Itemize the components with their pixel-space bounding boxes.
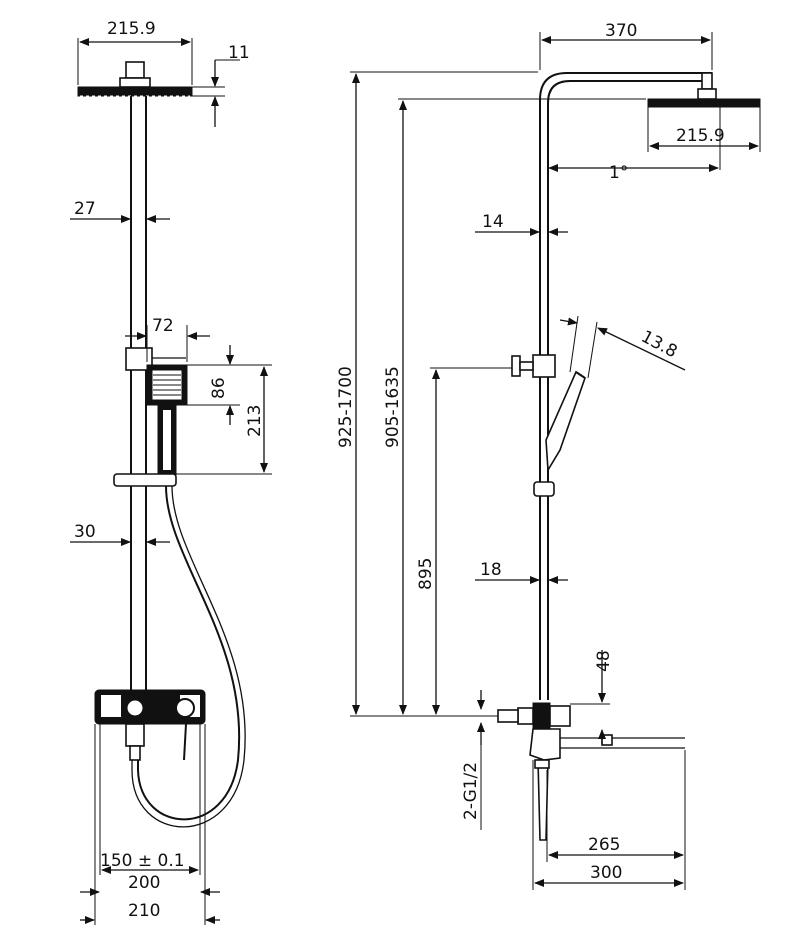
dim-front-mixer-width: 200 <box>128 873 160 893</box>
front-view: 215.9 11 27 72 86 <box>70 19 272 925</box>
side-view: 370 215.9 1° 14 925-1700 905-1635 <box>336 21 761 890</box>
side-hand-holder <box>533 481 555 497</box>
front-hose <box>131 485 246 828</box>
front-mixer <box>94 689 206 895</box>
dim-side-upper-pipe-diameter: 14 <box>482 212 504 232</box>
dim-side-head-height: 905-1635 <box>383 366 403 448</box>
front-slider-bracket <box>125 347 153 371</box>
dim-front-head-width: 215.9 <box>107 19 156 39</box>
side-shower-head <box>647 98 761 108</box>
side-hand-shower <box>545 370 586 473</box>
dim-side-head-width: 215.9 <box>676 126 725 146</box>
dim-front-overall-width: 210 <box>128 901 160 921</box>
side-slider-bracket <box>511 354 556 378</box>
dim-front-hand-width: 72 <box>152 316 174 336</box>
dim-front-lower-pipe-diameter: 30 <box>74 522 96 542</box>
front-riser-pipe <box>130 96 147 690</box>
front-dimensions: 215.9 11 27 72 86 <box>70 19 272 925</box>
dim-side-mixer-offset: 48 <box>594 650 614 672</box>
dim-side-spout-reach: 265 <box>588 835 620 855</box>
dim-front-holder-height: 213 <box>245 405 265 437</box>
dim-side-arm-angle: 1° <box>609 163 628 183</box>
dim-side-holder-height: 895 <box>416 558 436 590</box>
dim-side-lower-pipe-diameter: 18 <box>480 560 502 580</box>
side-mixer <box>484 702 685 841</box>
dim-front-inlet-centers: 150 ± 0.1 <box>100 851 185 871</box>
dim-side-overall-height: 925-1700 <box>336 366 356 448</box>
front-hand-shower <box>146 364 188 476</box>
front-shower-head <box>77 61 193 97</box>
dim-side-thread: 2-G1/2 <box>461 762 481 820</box>
dim-front-hand-head-height: 86 <box>209 377 229 399</box>
side-riser-pipe <box>539 72 717 700</box>
front-hand-holder <box>113 473 177 487</box>
dim-front-head-thickness: 11 <box>228 43 250 63</box>
dim-side-spout-total: 300 <box>590 863 622 883</box>
dim-front-pipe-diameter: 27 <box>74 199 96 219</box>
dim-side-arm-reach: 370 <box>605 21 637 41</box>
